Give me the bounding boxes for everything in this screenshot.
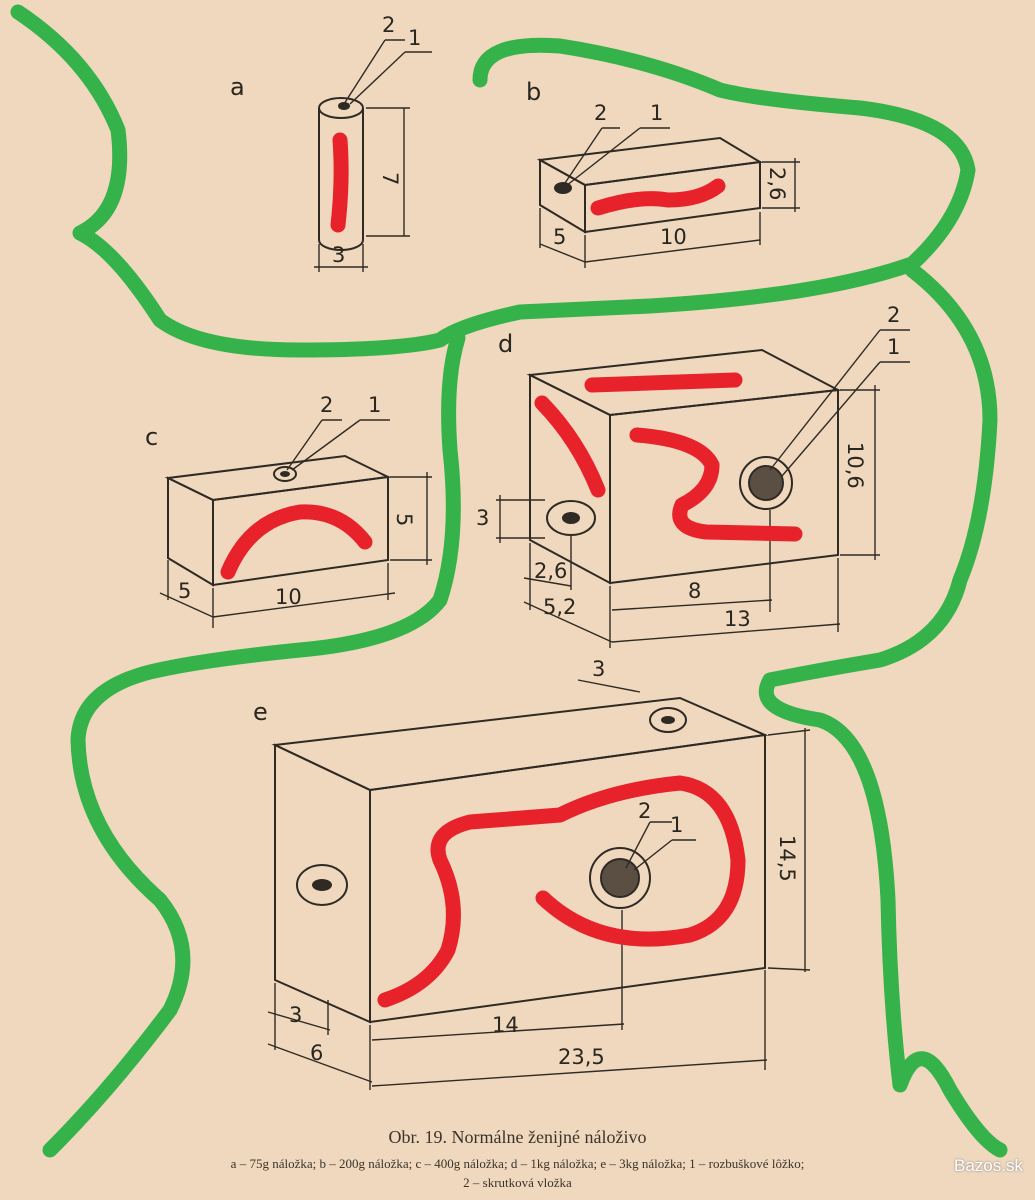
label-a-1: 1	[408, 26, 421, 50]
red-stroke-b	[590, 178, 726, 216]
dim-e-inner-depth: 3	[289, 1003, 302, 1027]
watermark: Bazos.sk	[954, 1156, 1023, 1175]
label-b: b	[526, 78, 541, 106]
label-b-2: 2	[594, 101, 607, 125]
label-d-2: 2	[887, 303, 900, 327]
dim-c-depth: 5	[178, 579, 191, 603]
label-e-1: 1	[670, 813, 683, 837]
red-stroke-a	[330, 132, 349, 233]
charge-e: e 2 1 3 14,5 3 6 14 23,5	[253, 657, 811, 1090]
dim-e-top: 3	[592, 657, 605, 681]
dim-c-height: 5	[392, 513, 416, 526]
charge-a: a 2 1 7 3	[230, 13, 432, 272]
red-stroke-d-front	[629, 427, 803, 542]
dim-d-height: 10,6	[843, 442, 867, 489]
green-outline-right	[758, 262, 1008, 1158]
label-a: a	[230, 73, 245, 101]
label-a-2: 2	[382, 13, 395, 37]
dim-d-inner-depth: 2,6	[534, 559, 567, 583]
label-b-1: 1	[650, 101, 663, 125]
dim-a-height: 7	[378, 172, 402, 185]
label-c-1: 1	[368, 393, 381, 417]
label-d: d	[498, 330, 513, 358]
green-outline-left	[42, 330, 466, 1158]
screw-insert-d	[748, 465, 784, 501]
label-e: e	[253, 698, 268, 726]
screw-insert-e	[600, 858, 640, 898]
dim-d-length: 13	[724, 607, 751, 631]
charge-d: d 2 1 10,6 3 2,6 5,2 8 13	[476, 303, 910, 648]
detonator-hole-e-top	[661, 716, 675, 724]
charge-b: b 2 1 2,6 5 10	[526, 78, 800, 268]
dim-d-inner: 8	[688, 579, 701, 603]
caption-legend-line2: 2 – skrutková vložka	[463, 1175, 572, 1190]
dim-b-height: 2,6	[765, 167, 789, 200]
caption-legend-line1: a – 75g náložka; b – 200g náložka; c – 4…	[230, 1156, 805, 1171]
green-marker-strokes	[10, 4, 1008, 1158]
detonator-hole-c	[280, 471, 290, 477]
dim-b-depth: 5	[553, 225, 566, 249]
label-d-1: 1	[887, 335, 900, 359]
dim-d-depth: 5,2	[543, 595, 576, 619]
dim-e-height: 14,5	[775, 835, 799, 882]
detonator-hole-e-side	[312, 879, 332, 891]
label-e-2: 2	[638, 799, 651, 823]
label-c: c	[145, 423, 158, 451]
red-stroke-e	[377, 775, 746, 1008]
red-stroke-d-top	[584, 372, 743, 393]
dim-e-depth: 6	[310, 1041, 323, 1065]
detonator-hole-a	[338, 102, 350, 110]
dim-a-diameter: 3	[332, 243, 345, 267]
dim-d-side: 3	[476, 506, 489, 530]
dim-c-length: 10	[275, 585, 302, 609]
dim-e-inner: 14	[492, 1013, 519, 1037]
charge-c: c 2 1 5 5 10	[145, 393, 432, 628]
red-marker-strokes	[220, 132, 803, 1008]
caption-title: Obr. 19. Normálne ženijné náloživo	[388, 1127, 647, 1147]
red-stroke-d-side	[534, 395, 606, 498]
dim-e-length: 23,5	[558, 1045, 605, 1069]
dim-b-length: 10	[660, 225, 687, 249]
detonator-hole-d-side	[562, 512, 580, 524]
red-stroke-c	[220, 504, 373, 580]
label-c-2: 2	[320, 393, 333, 417]
green-outline-top	[10, 4, 976, 358]
